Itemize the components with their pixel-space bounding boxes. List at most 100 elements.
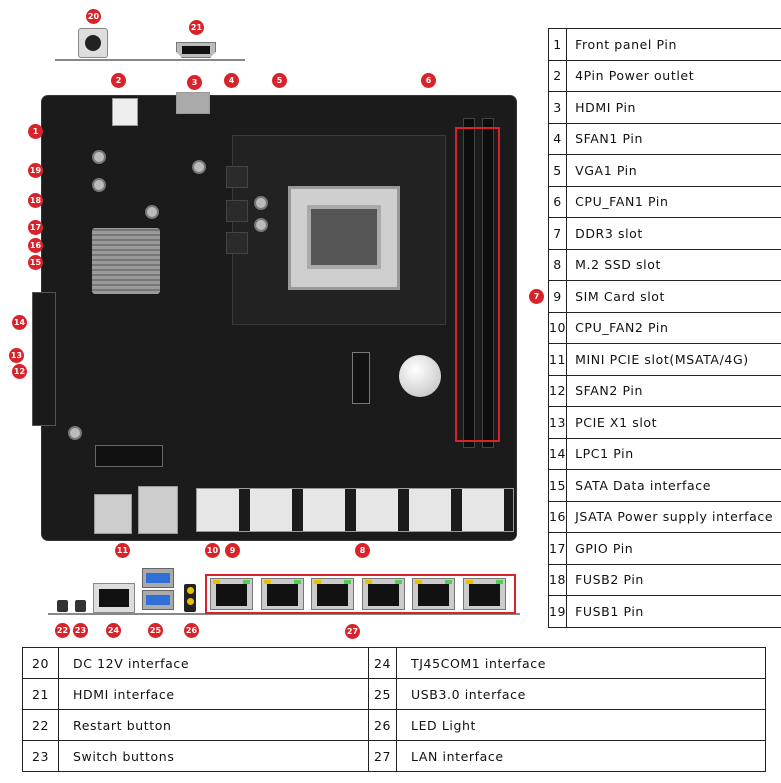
callout-marker: 7 [529,289,544,304]
callout-marker: 16 [28,238,43,253]
legend-label: PCIE X1 slot [566,406,781,439]
chip [226,166,248,188]
capacitor [92,178,106,192]
switch-button [75,600,86,612]
legend-number: 26 [368,709,397,741]
legend-number: 16 [547,500,568,533]
chip [226,200,248,222]
rear-io-baseline [48,613,520,615]
callout-marker: 14 [12,315,27,330]
legend-label: SFAN1 Pin [566,122,781,155]
legend-number: 9 [547,280,568,313]
capacitor [145,205,159,219]
legend-number: 25 [368,678,397,710]
legend-label: LED Light [396,709,766,741]
board-power-connector [112,98,138,126]
callout-marker: 27 [345,624,360,639]
usb3-port-bottom [142,590,174,610]
legend-number: 1 [547,28,568,61]
callout-marker: 23 [73,623,88,638]
legend-label: HDMI Pin [566,91,781,124]
callout-marker: 21 [189,20,204,35]
dc-jack [78,28,108,58]
callout-marker: 25 [148,623,163,638]
legend-number: 11 [547,343,568,376]
legend-label: USB3.0 interface [396,678,766,710]
usb3-port-top [142,568,174,588]
legend-number: 4 [547,122,568,155]
legend-label: TJ45COM1 interface [396,647,766,679]
legend-label: Restart button [58,709,369,741]
legend-number: 10 [547,311,568,344]
legend-number: 13 [547,406,568,439]
legend-label: CPU_FAN1 Pin [566,185,781,218]
callout-marker: 17 [28,220,43,235]
legend-number: 3 [547,91,568,124]
legend-label: SFAN2 Pin [566,374,781,407]
legend-number: 8 [547,248,568,281]
legend-number: 2 [547,59,568,92]
legend-number: 18 [547,563,568,596]
board-usb-ports [138,486,178,534]
capacitor [68,426,82,440]
lan-port [462,578,506,610]
legend-number: 21 [22,678,59,710]
callout-marker: 20 [86,9,101,24]
legend-label: Front panel Pin [566,28,781,61]
board-hdmi [176,92,210,114]
legend-label: 4Pin Power outlet [566,59,781,92]
lan-highlight [205,574,516,614]
callout-marker: 4 [224,73,239,88]
legend-number: 27 [368,740,397,772]
ddr3-highlight [455,127,500,442]
legend-number: 14 [547,437,568,470]
capacitor [192,160,206,174]
board-com-port [94,494,132,534]
callout-marker: 5 [272,73,287,88]
legend-number: 20 [22,647,59,679]
callout-marker: 13 [9,348,24,363]
legend-number: 19 [547,595,568,628]
capacitor [254,196,268,210]
legend-label: CPU_FAN2 Pin [566,311,781,344]
cpu-socket [288,186,400,290]
chip [226,232,248,254]
ddr3-slot-2 [482,118,494,448]
m2-slot [352,352,370,404]
callout-marker: 8 [355,543,370,558]
restart-button [57,600,68,612]
legend-number: 23 [22,740,59,772]
cmos-battery [399,355,441,397]
capacitor [92,150,106,164]
legend-label: DC 12V interface [58,647,369,679]
lan-port [361,578,405,610]
legend-label: HDMI interface [58,678,369,710]
lan-port [210,578,253,610]
legend-number: 17 [547,532,568,565]
legend-number: 24 [368,647,397,679]
legend-label: SATA Data interface [566,469,781,502]
legend-label: SIM Card slot [566,280,781,313]
legend-number: 6 [547,185,568,218]
top-io-baseline [55,59,245,61]
callout-marker: 9 [225,543,240,558]
legend-label: M.2 SSD slot [566,248,781,281]
callout-marker: 1 [28,124,43,139]
